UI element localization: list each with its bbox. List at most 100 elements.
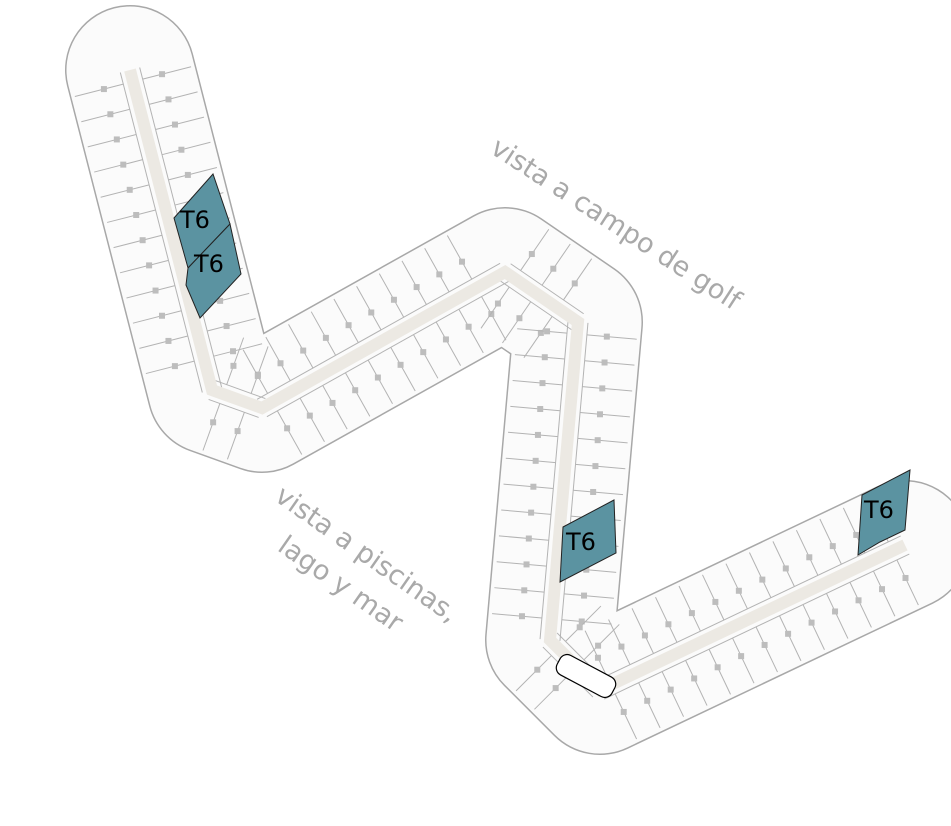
- t6-unit-4[interactable]: [857, 469, 911, 556]
- unit-wall: [242, 349, 269, 394]
- corridor-wall: [119, 72, 203, 393]
- column: [126, 186, 133, 193]
- column: [436, 271, 443, 278]
- unit-wall: [584, 360, 635, 366]
- column: [712, 598, 719, 605]
- column: [159, 312, 166, 319]
- column: [879, 586, 886, 593]
- unit-wall: [802, 604, 825, 650]
- column: [322, 334, 329, 341]
- column: [329, 399, 336, 406]
- column: [599, 385, 606, 392]
- unit-wall: [795, 529, 819, 576]
- unit-wall: [580, 412, 630, 418]
- unit-wall: [161, 141, 211, 156]
- column: [539, 380, 546, 387]
- unit-wall: [614, 693, 638, 740]
- unit-wall: [481, 296, 507, 341]
- unit-wall: [772, 541, 795, 587]
- unit-wall: [755, 626, 778, 673]
- unit-wall: [107, 209, 156, 223]
- column: [853, 531, 860, 538]
- column: [165, 337, 172, 344]
- unit-wall: [512, 379, 563, 386]
- column: [494, 300, 501, 307]
- unit-wall: [87, 133, 137, 148]
- column: [133, 212, 140, 219]
- column: [855, 597, 862, 604]
- column: [306, 412, 313, 419]
- column: [420, 349, 427, 356]
- column: [210, 419, 217, 426]
- column: [571, 280, 578, 287]
- column: [576, 624, 583, 631]
- column: [374, 374, 381, 381]
- column: [534, 666, 541, 673]
- unit-wall: [872, 570, 896, 617]
- unit-wall: [565, 605, 602, 642]
- unit-wall: [725, 563, 748, 610]
- column: [594, 437, 601, 444]
- unit-wall: [577, 437, 628, 444]
- unit-wall: [520, 228, 550, 271]
- corridor-wall: [215, 380, 266, 400]
- column: [537, 406, 544, 413]
- unit-wall: [132, 310, 182, 324]
- unit-wall: [299, 397, 325, 443]
- column: [603, 333, 610, 340]
- column: [459, 258, 466, 265]
- unit-wall: [168, 166, 218, 181]
- unit-wall: [896, 559, 919, 606]
- column: [516, 315, 523, 322]
- column: [782, 565, 789, 572]
- t6-unit-3[interactable]: [559, 499, 617, 583]
- corridor-wall: [539, 321, 569, 640]
- column: [217, 297, 224, 304]
- corridor-wall: [604, 553, 910, 700]
- column: [738, 653, 745, 660]
- unit-wall: [561, 619, 612, 625]
- column: [178, 146, 185, 153]
- unit-type-label: T6: [566, 528, 596, 556]
- unit-wall: [390, 347, 416, 392]
- column: [761, 641, 768, 648]
- unit-wall: [378, 273, 405, 318]
- unit-wall: [226, 337, 245, 385]
- unit-wall: [608, 619, 631, 665]
- unit-wall: [564, 593, 614, 599]
- unit-wall: [819, 518, 842, 565]
- unit-wall: [541, 243, 571, 286]
- unit-wall: [435, 321, 462, 366]
- column: [146, 262, 153, 269]
- unit-wall: [584, 630, 607, 677]
- column: [300, 347, 307, 354]
- column: [688, 610, 695, 617]
- unit-wall: [510, 405, 561, 412]
- t6-unit-2[interactable]: [185, 222, 242, 319]
- unit-wall: [505, 457, 556, 464]
- unit-wall: [638, 682, 661, 729]
- column: [352, 387, 359, 394]
- column: [785, 630, 792, 637]
- unit-wall: [661, 671, 685, 717]
- column: [159, 71, 166, 78]
- column: [523, 561, 530, 568]
- column: [806, 554, 813, 561]
- column: [254, 372, 261, 379]
- unit-wall: [702, 574, 725, 621]
- unit-wall: [732, 637, 755, 684]
- unit-wall: [514, 354, 565, 360]
- corridor-wall: [559, 322, 589, 641]
- unit-wall: [226, 412, 245, 460]
- corridor-wall: [510, 263, 584, 315]
- unit-wall: [202, 403, 221, 451]
- column: [528, 251, 535, 258]
- unit-wall: [586, 334, 637, 340]
- column: [808, 619, 815, 626]
- column: [230, 348, 237, 355]
- column: [518, 613, 525, 620]
- column: [641, 632, 648, 639]
- unit-wall: [94, 159, 143, 173]
- unit-wall: [779, 615, 802, 662]
- column: [521, 587, 528, 594]
